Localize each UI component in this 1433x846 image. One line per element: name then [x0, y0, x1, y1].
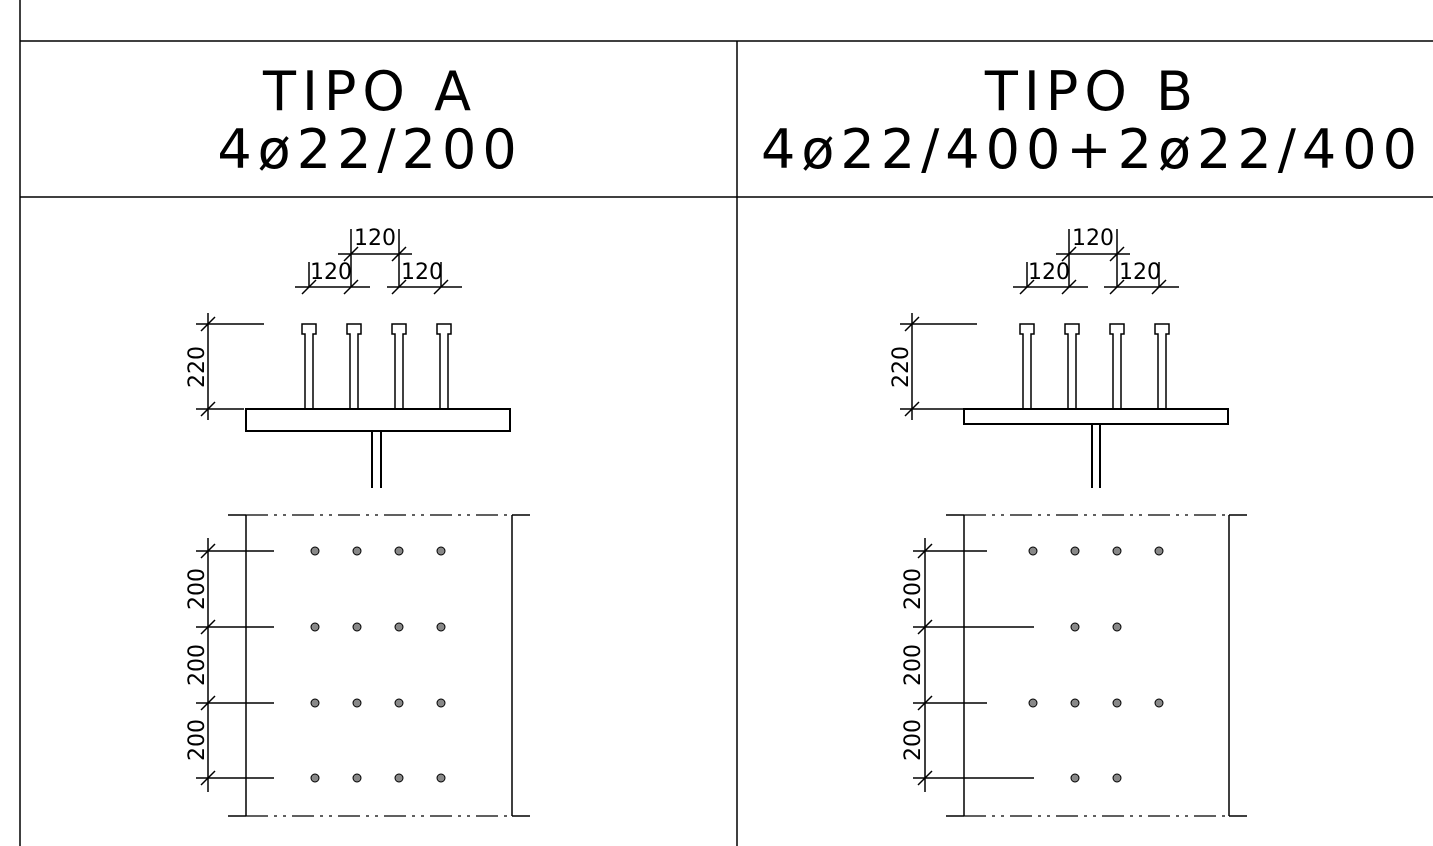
dim-b-height: 220: [889, 346, 914, 388]
panel-a-spec: 4ø22/200: [217, 118, 522, 181]
dim-a-spacing-right: 120: [401, 260, 443, 285]
dim-top-b: [1013, 229, 1179, 295]
dim-b-row1: 200: [901, 568, 926, 610]
row-dims-a: [196, 538, 274, 792]
base-plate-a: [245, 408, 511, 432]
panel-b-title: TIPO B: [984, 60, 1199, 123]
stud-plan-b: [1028, 546, 1164, 783]
dim-a-spacing-left: 120: [310, 260, 352, 285]
dim-a-row3: 200: [185, 719, 210, 761]
table-grid: [19, 0, 1433, 846]
dim-b-spacing-top: 120: [1072, 226, 1114, 251]
dim-a-spacing-top: 120: [354, 226, 396, 251]
plan-view-a: [228, 514, 530, 817]
stud-elevation-b: [1019, 323, 1170, 410]
panel-a-title: TIPO A: [262, 60, 477, 123]
plan-view-b: [946, 514, 1247, 817]
panel-b-section: 120 120 120 220: [889, 226, 1247, 817]
dim-b-spacing-right: 120: [1119, 260, 1161, 285]
panel-a-section: 120 120 120 220: [185, 226, 530, 817]
dim-a-row2: 200: [185, 644, 210, 686]
dim-a-height: 220: [185, 346, 210, 388]
base-plate-b: [963, 408, 1229, 425]
panel-b-spec: 4ø22/400+2ø22/400: [761, 118, 1423, 181]
dim-a-row1: 200: [185, 568, 210, 610]
dim-top-a: [295, 229, 462, 295]
stud-elevation-a: [301, 323, 452, 410]
dim-b-spacing-left: 120: [1028, 260, 1070, 285]
dim-b-row2: 200: [901, 644, 926, 686]
row-dims-b: [913, 538, 1034, 792]
stud-plan-a: [310, 546, 446, 783]
dim-b-row3: 200: [901, 719, 926, 761]
